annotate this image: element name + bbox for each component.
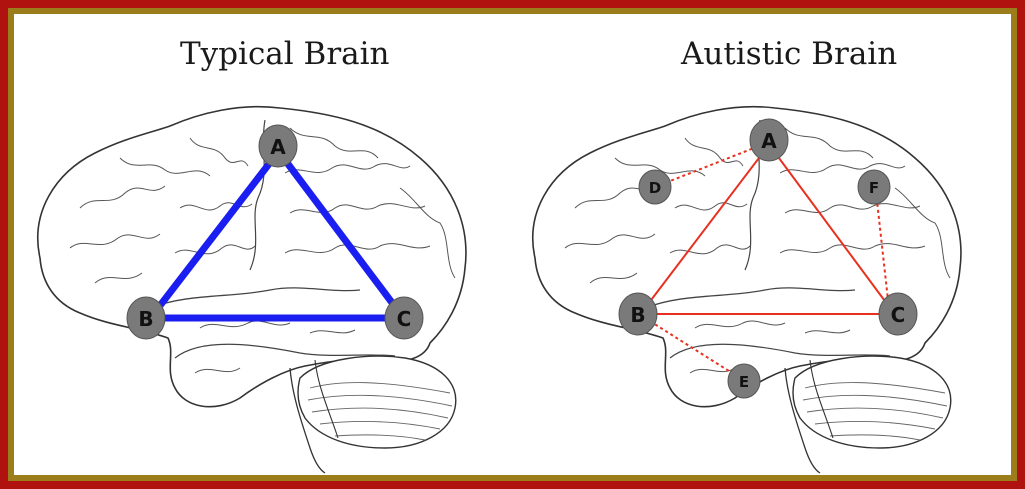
autistic-node-b-label: B xyxy=(630,303,645,327)
autistic-brain-illustration xyxy=(533,107,961,473)
autistic-node-d-label: D xyxy=(649,179,661,197)
autistic-node-c: C xyxy=(879,293,917,335)
autistic-node-b: B xyxy=(619,293,657,335)
typical-node-c-label: C xyxy=(397,307,412,331)
typical-node-c: C xyxy=(385,297,423,339)
autistic-node-e-label: E xyxy=(739,373,749,391)
autistic-node-a-label: A xyxy=(761,129,777,153)
typical-brain-title: Typical Brain xyxy=(180,36,390,72)
autistic-brain-title: Autistic Brain xyxy=(681,36,897,72)
autistic-node-a: A xyxy=(750,119,788,161)
typical-node-b-label: B xyxy=(138,307,153,331)
autistic-node-f: F xyxy=(858,170,890,204)
autistic-node-d: D xyxy=(639,170,671,204)
typical-node-b: B xyxy=(127,297,165,339)
autistic-node-f-label: F xyxy=(869,179,879,197)
typical-node-a: A xyxy=(259,125,297,167)
typical-node-a-label: A xyxy=(270,135,286,159)
autistic-node-c-label: C xyxy=(891,303,906,327)
autistic-node-e: E xyxy=(728,364,760,398)
typical-brain-illustration xyxy=(38,107,466,473)
